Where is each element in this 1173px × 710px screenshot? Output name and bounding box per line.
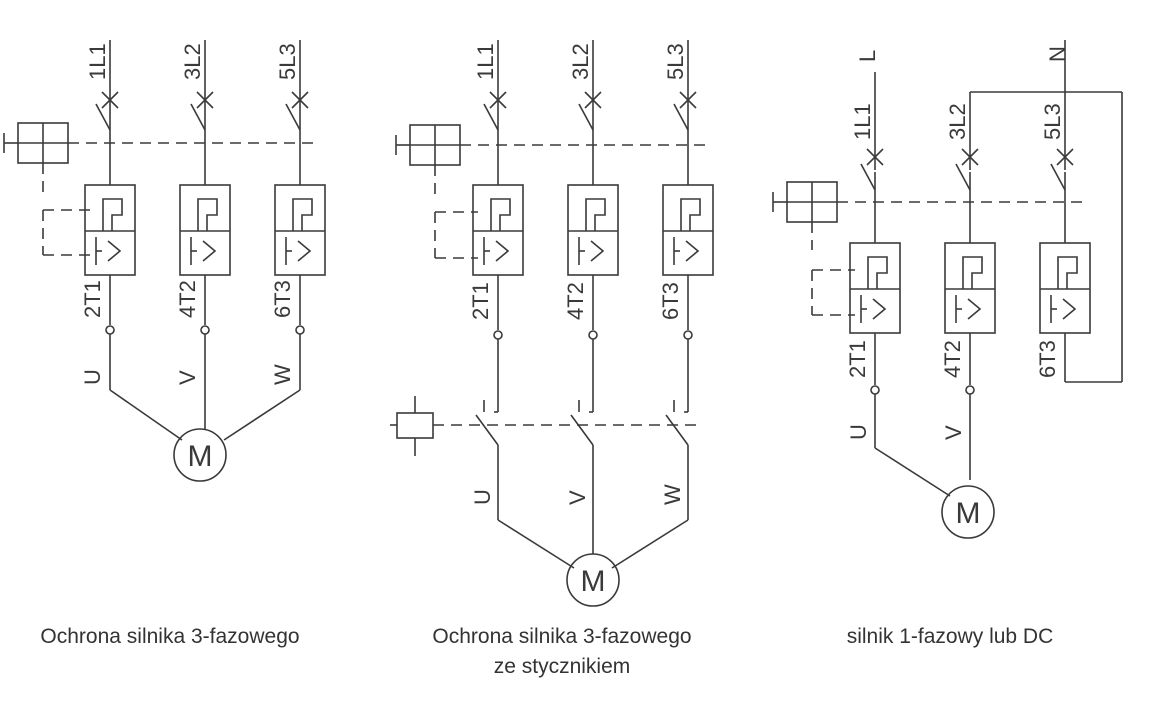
contact-blade-icon [570,414,594,446]
caption-line: ze stycznikiem [493,655,631,678]
isolation-cross-icon [961,148,979,166]
output-terminal-label: 6T3 [270,280,295,318]
supply-label: 1L1 [473,43,498,80]
supply-label: 3L2 [180,43,205,80]
wire [223,389,301,441]
contact-blade-icon [955,163,971,191]
motor-symbol [173,428,227,482]
motor-terminal-label: V [175,370,200,385]
motor-symbol [566,553,620,607]
thermal-release-icon [585,198,606,231]
motor-terminal-label: W [660,484,685,505]
wire [611,519,689,569]
thermal-release-icon [490,198,511,231]
contact-blade-icon [578,103,594,131]
caption-line: Ochrona silnika 3-fazowego [40,625,300,648]
contact-blade-icon [95,103,111,131]
wire [874,447,951,497]
output-terminal-label: 4T2 [940,340,965,378]
supply-label: 5L3 [663,43,688,80]
isolation-cross-icon [196,91,214,109]
supply-label: 3L2 [568,43,593,80]
isolation-cross-icon [584,91,602,109]
output-terminal-label: 4T2 [563,282,588,320]
contact-blade-icon [285,103,301,131]
motor-terminal-label: W [270,364,295,385]
motor-terminal-label: U [470,489,495,505]
isolation-cross-icon [679,91,697,109]
caption-line: Ochrona silnika 3-fazowego [432,625,692,648]
contact-blade-icon [190,103,206,131]
terminal-icon [965,385,975,395]
output-terminal-label: 2T1 [80,280,105,318]
caption-three-phase-contactor: Ochrona silnika 3-fazowego ze stycznikie… [392,622,732,682]
magnetic-release-icon [590,240,605,262]
magnetic-release-icon [495,240,510,262]
terminal-icon [493,330,503,340]
output-terminal-label: 4T2 [175,280,200,318]
motor-terminal-label: U [846,424,871,440]
terminal-icon [588,330,598,340]
neutral-label: N [1045,46,1070,62]
terminal-icon [683,330,693,340]
isolation-cross-icon [489,91,507,109]
isolation-cross-icon [1056,148,1074,166]
terminal-icon [105,325,115,335]
supply-label: 1L1 [85,43,110,80]
isolation-cross-icon [866,148,884,166]
thermal-release-icon [867,256,888,289]
magnetic-release-icon [297,240,312,262]
motor-terminal-label: U [80,369,105,385]
magnetic-release-icon [1062,298,1077,320]
contact-blade-icon [673,103,689,131]
motor-terminal-label: V [941,425,966,440]
thermal-release-icon [962,256,983,289]
contact-blade-icon [665,414,689,446]
caption-single-phase-dc: silnik 1-fazowy lub DC [800,622,1100,652]
magnetic-release-icon [107,240,122,262]
supply-label: 1L1 [850,103,875,140]
magnetic-release-icon [967,298,982,320]
coil-symbol [396,412,434,439]
wire [497,519,575,569]
magnetic-release-icon [202,240,217,262]
terminal-icon [200,325,210,335]
caption-three-phase: Ochrona silnika 3-fazowego [0,622,340,652]
thermal-release-icon [1057,256,1078,289]
thermal-release-icon [197,198,218,231]
thermal-release-icon [102,198,123,231]
contact-blade-icon [860,163,876,191]
motor-terminal-label: V [565,490,590,505]
thermal-release-icon [680,198,701,231]
contact-blade-icon [1050,163,1066,191]
thermal-release-icon [292,198,313,231]
caption-line: silnik 1-fazowy lub DC [846,625,1054,648]
terminal-icon [870,385,880,395]
motor-symbol [941,485,995,539]
line-label: L [855,50,880,62]
motor-label: M [581,565,606,598]
motor-label: M [188,440,213,473]
contact-blade-icon [475,414,499,446]
wire [109,389,183,441]
supply-label: 3L2 [945,103,970,140]
magnetic-release-icon [872,298,887,320]
supply-label: 5L3 [1040,103,1065,140]
isolation-cross-icon [291,91,309,109]
magnetic-release-icon [685,240,700,262]
motor-label: M [956,497,981,530]
output-terminal-label: 2T1 [468,282,493,320]
contact-blade-icon [483,103,499,131]
output-terminal-label: 6T3 [658,282,683,320]
output-terminal-label: 2T1 [845,340,870,378]
terminal-icon [295,325,305,335]
supply-label: 5L3 [275,43,300,80]
output-terminal-label: 6T3 [1035,340,1060,378]
isolation-cross-icon [101,91,119,109]
